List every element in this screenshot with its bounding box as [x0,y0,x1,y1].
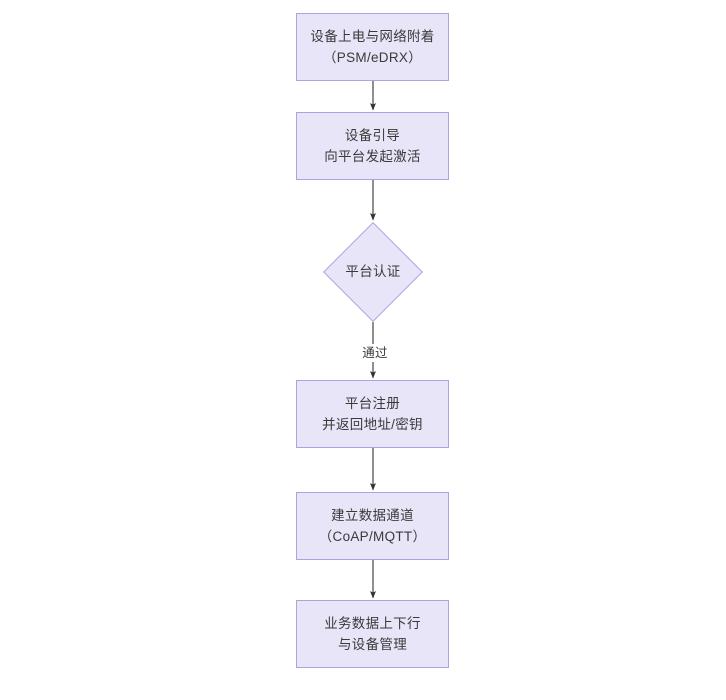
node-text-line: 与设备管理 [338,637,407,652]
node-business-data-and-device-mgmt[interactable]: 业务数据上下行 与设备管理 [296,600,449,668]
node-establish-data-channel[interactable]: 建立数据通道 （CoAP/MQTT） [296,492,449,560]
node-text-line: 并返回地址/密钥 [322,417,423,432]
node-text-line: （CoAP/MQTT） [318,529,427,544]
edge-label-pass: 通过 [355,344,395,362]
node-platform-register[interactable]: 平台注册 并返回地址/密钥 [296,380,449,448]
node-text-line: （PSM/eDRX） [322,50,423,65]
node-text-line: 向平台发起激活 [324,149,421,164]
node-text-line: 设备引导 [344,128,401,143]
node-text-line: 设备上电与网络附着 [310,29,435,44]
node-text-line: 建立数据通道 [331,508,414,523]
node-text-line: 业务数据上下行 [324,616,421,631]
node-device-bootstrap[interactable]: 设备引导 向平台发起激活 [296,112,449,180]
node-platform-auth-decision[interactable]: 平台认证 [323,222,423,322]
node-device-power-on[interactable]: 设备上电与网络附着 （PSM/eDRX） [296,13,449,81]
node-text-line: 平台注册 [344,396,401,411]
node-text-line: 平台认证 [345,264,401,279]
